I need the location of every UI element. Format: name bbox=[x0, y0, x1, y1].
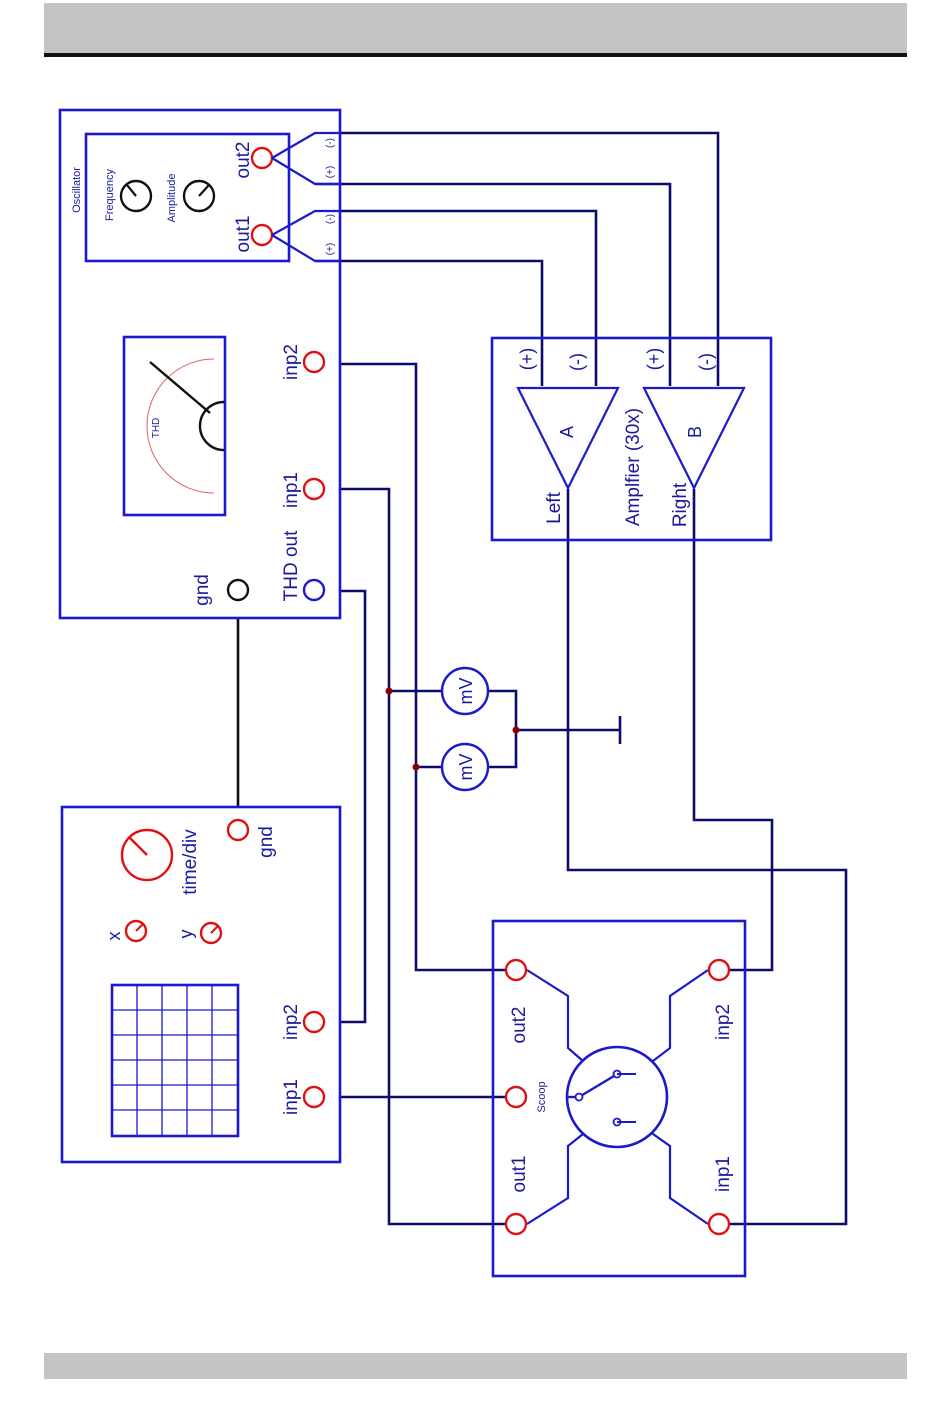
osc-out2-minus-label: (-) bbox=[325, 138, 336, 148]
junction-dot bbox=[386, 688, 393, 695]
oscillator-title: Oscillator bbox=[71, 167, 83, 213]
thd-meter-pivot bbox=[200, 402, 224, 450]
wire-amp-right-to-switch-inp2 bbox=[694, 489, 772, 970]
scope-gnd-jack[interactable] bbox=[228, 820, 248, 840]
thd-inp1-jack[interactable] bbox=[304, 479, 324, 499]
millivoltmeter-lower-label: mV bbox=[456, 754, 476, 781]
thd-meter-window bbox=[124, 337, 225, 515]
amp-left-label: Left bbox=[544, 491, 565, 523]
oscilloscope-screen bbox=[112, 985, 238, 1136]
scope-inp2-label: inp2 bbox=[281, 1004, 302, 1040]
thd-gnd-jack[interactable] bbox=[228, 580, 248, 600]
scope-switch-block: Scoop out2 out1 inp2 inp1 bbox=[493, 921, 745, 1276]
oscilloscope-block: time/div gnd x y inp2 inp1 bbox=[62, 807, 340, 1162]
thd-inp2-jack[interactable] bbox=[304, 352, 324, 372]
x-knob-label: x bbox=[104, 932, 124, 941]
scope-gnd-label: gnd bbox=[256, 826, 277, 858]
amp-b-plus-label: (+) bbox=[644, 348, 664, 371]
y-knob-label: y bbox=[176, 930, 196, 939]
thd-out-label: THD out bbox=[281, 530, 302, 601]
wire-thd-out-to-scope-inp2 bbox=[341, 591, 365, 1022]
osc-out2-plus-label: (+) bbox=[325, 166, 336, 179]
junction-dot bbox=[513, 727, 520, 734]
switch-inp1-label: inp1 bbox=[713, 1156, 734, 1192]
amp-right-label: Right bbox=[670, 482, 691, 527]
amp-a-minus-label: (-) bbox=[567, 353, 587, 371]
osc-out1-plus-label: (+) bbox=[325, 243, 336, 256]
switch-scoop-jack[interactable] bbox=[506, 1087, 526, 1107]
osc-out1-minus-label: (-) bbox=[325, 214, 336, 224]
switch-out1-label: out1 bbox=[509, 1156, 530, 1193]
amplitude-label: Amplitude bbox=[166, 174, 178, 223]
scope-inp1-jack[interactable] bbox=[304, 1087, 324, 1107]
switch-inp2-label: inp2 bbox=[713, 1004, 734, 1040]
oscillator-block: Oscillator Frequency Amplitude out2 out1… bbox=[71, 133, 339, 261]
amp-channel-a-label: A bbox=[557, 426, 577, 438]
amp-channel-b-label: B bbox=[685, 426, 705, 438]
switch-out2-jack[interactable] bbox=[506, 960, 526, 980]
wire-osc-out1-minus-to-amp-a-minus bbox=[339, 211, 596, 386]
osc-out2-jack[interactable] bbox=[252, 148, 272, 168]
wire-mv-ground-bus bbox=[488, 691, 620, 767]
amp-a-plus-label: (+) bbox=[517, 348, 537, 371]
switch-inp2-jack[interactable] bbox=[709, 960, 729, 980]
amplifier-title: Amplfier (30x) bbox=[623, 408, 644, 526]
thd-inp1-label: inp1 bbox=[281, 472, 302, 508]
switch-scoop-label: Scoop bbox=[536, 1081, 548, 1112]
thd-inp2-label: inp2 bbox=[281, 344, 302, 380]
millivoltmeter-upper-label: mV bbox=[456, 678, 476, 705]
millivoltmeters: mV mV bbox=[442, 668, 488, 790]
frequency-label: Frequency bbox=[104, 169, 116, 221]
scope-inp1-label: inp1 bbox=[281, 1079, 302, 1115]
amp-b-minus-label: (-) bbox=[696, 353, 716, 371]
junction-dot bbox=[413, 764, 420, 771]
osc-out1-jack[interactable] bbox=[252, 225, 272, 245]
thd-meter-label: THD bbox=[151, 418, 162, 439]
osc-out2-label: out2 bbox=[233, 142, 254, 179]
selector-pivot bbox=[576, 1094, 583, 1101]
scope-inp2-jack[interactable] bbox=[304, 1012, 324, 1032]
amplifier-block: (+) (-) (+) (-) A B Left Amplfier (30x) … bbox=[492, 338, 771, 540]
wire-osc-out1-plus-to-amp-a-plus bbox=[315, 261, 542, 386]
thd-out-jack[interactable] bbox=[304, 580, 324, 600]
time-div-label: time/div bbox=[180, 829, 201, 895]
switch-out2-label: out2 bbox=[509, 1007, 530, 1044]
thd-meter: THD bbox=[124, 337, 225, 515]
switch-inp1-jack[interactable] bbox=[709, 1214, 729, 1234]
thd-gnd-label: gnd bbox=[192, 574, 213, 606]
switch-out1-jack[interactable] bbox=[506, 1214, 526, 1234]
wires bbox=[238, 133, 846, 1224]
thd-analyzer-block: Oscillator Frequency Amplitude out2 out1… bbox=[60, 110, 340, 618]
